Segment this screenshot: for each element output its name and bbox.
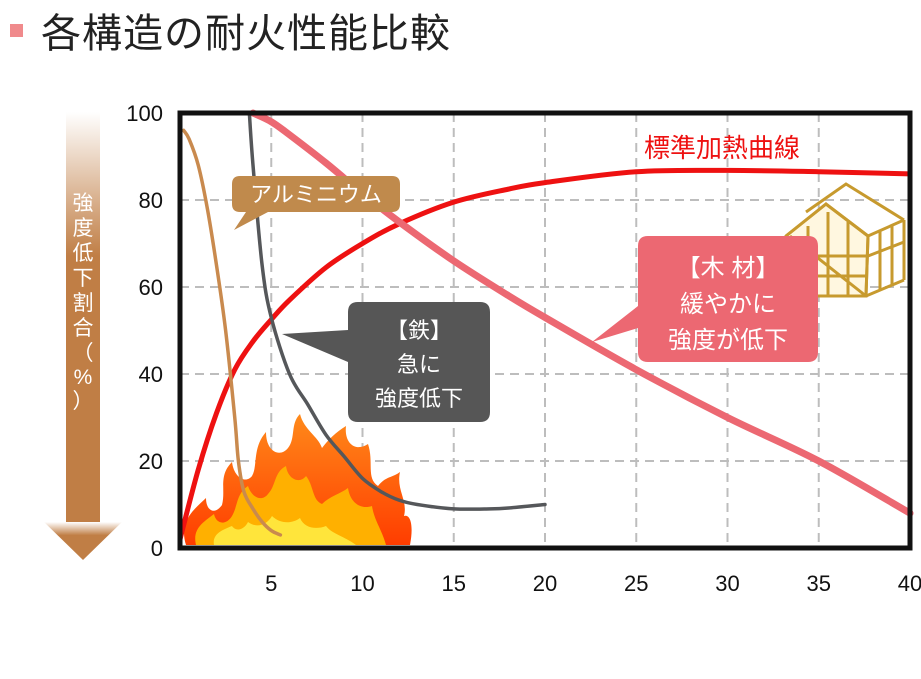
title-bullet — [10, 23, 23, 37]
y-tick-label: 40 — [139, 362, 163, 387]
aluminum-callout: アルミニウム — [232, 176, 400, 230]
wood-label-3: 強度が低下 — [668, 327, 788, 354]
plot-frame — [177, 110, 913, 551]
series-line-2 — [247, 111, 547, 511]
series-line-3 — [181, 128, 283, 537]
wood-label-2: 緩やかに — [680, 291, 776, 318]
wood-label-1: 【木 材】 — [677, 255, 780, 282]
x-tick-label: 30 — [715, 571, 739, 596]
aluminum-label: アルミニウム — [250, 182, 382, 207]
down-arrow-icon — [44, 112, 122, 560]
std-curve-label: 標準加熱曲線 — [644, 133, 800, 163]
flame-icon — [184, 414, 412, 545]
x-tick-label: 10 — [350, 571, 374, 596]
x-tick-label: 5 — [265, 571, 277, 596]
y-tick-labels: 0 20 40 60 80 100 — [126, 101, 163, 561]
steel-label-2: 急に — [397, 352, 441, 377]
x-tick-label: 25 — [624, 571, 648, 596]
x-tick-label: 15 — [442, 571, 466, 596]
steel-label-1: 【鉄】 — [386, 318, 452, 343]
series-line-1 — [249, 109, 914, 517]
x-tick-label: 35 — [807, 571, 831, 596]
wood-callout: 【木 材】 緩やかに 強度が低下 — [592, 236, 818, 362]
x-tick-labels: 5 10 15 20 25 30 35 40 — [265, 571, 921, 596]
y-tick-label: 20 — [139, 449, 163, 474]
y-tick-label: 100 — [126, 101, 163, 126]
x-tick-label: 20 — [533, 571, 557, 596]
page-title: 各構造の耐火性能比較 — [41, 11, 451, 57]
steel-label-3: 強度低下 — [375, 386, 463, 411]
y-tick-label: 60 — [139, 275, 163, 300]
y-axis-label: 強度低下割合（%） — [73, 192, 94, 413]
steel-callout: 【鉄】 急に 強度低下 — [282, 302, 490, 422]
title-row: 各構造の耐火性能比較 — [6, 2, 451, 58]
y-tick-label: 0 — [151, 536, 163, 561]
x-tick-label: 40 — [898, 571, 921, 596]
series-lines — [177, 109, 914, 542]
y-tick-label: 80 — [139, 188, 163, 213]
